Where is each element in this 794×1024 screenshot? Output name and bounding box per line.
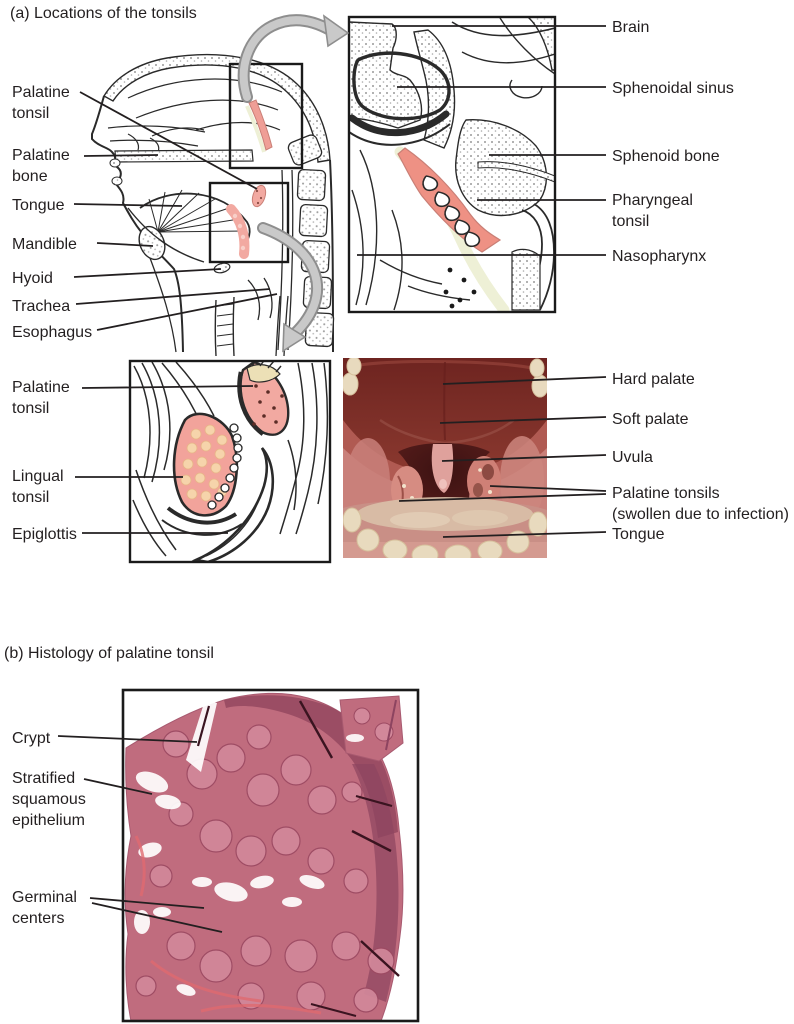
nasopharynx-inset-illustration [347, 15, 557, 314]
tonsil-region-box [208, 181, 290, 264]
label-hyoid: Hyoid [12, 270, 53, 287]
histology-micrograph [121, 688, 420, 1023]
magnify-arrow-icon-top [237, 14, 350, 103]
label-esophagus: Esophagus [12, 324, 93, 341]
magnify-arrow-icon-bottom [257, 222, 323, 353]
label-palatine-tonsils: Palatine tonsils (swollen due to infecti… [612, 485, 789, 523]
tonsil-detail-illustration [128, 359, 332, 564]
label-palatine-tonsil: Palatine tonsil [12, 84, 70, 122]
label-soft-palate: Soft palate [612, 411, 689, 428]
label-uvula: Uvula [612, 449, 653, 466]
label-hard-palate: Hard palate [612, 371, 695, 388]
label-sphenoid-bone: Sphenoid bone [612, 148, 720, 165]
label-crypt: Crypt [12, 730, 51, 747]
label-tongue: Tongue [12, 197, 65, 214]
label-palatine-bone: Palatine bone [12, 147, 70, 185]
leader-lines [57, 25, 607, 933]
label-germinal-centers: Germinal centers [12, 889, 77, 927]
label-nasopharynx: Nasopharynx [612, 248, 707, 265]
label-sphenoidal-sinus: Sphenoidal sinus [612, 80, 734, 97]
label-lingual-tonsil: Lingual tonsil [12, 468, 64, 506]
section-a-title: (a) Locations of the tonsils [10, 5, 197, 22]
label-mandible: Mandible [12, 236, 77, 253]
magnified-region-boxes [208, 62, 304, 264]
label-tongue-photo: Tongue [612, 526, 665, 543]
label-pharyngeal-tonsil: Pharyngeal tonsil [612, 192, 693, 230]
head-sagittal-illustration [91, 53, 335, 357]
label-trachea: Trachea [12, 298, 71, 315]
section-b-title: (b) Histology of palatine tonsil [4, 645, 214, 662]
label-stratified-epithelium: Stratified squamous epithelium [12, 770, 86, 829]
mouth-photo [343, 358, 547, 558]
label-brain: Brain [612, 19, 650, 36]
nasopharynx-region-box [228, 62, 304, 170]
label-palatine-tonsil-detail: Palatine tonsil [12, 379, 70, 417]
label-epiglottis: Epiglottis [12, 526, 77, 543]
